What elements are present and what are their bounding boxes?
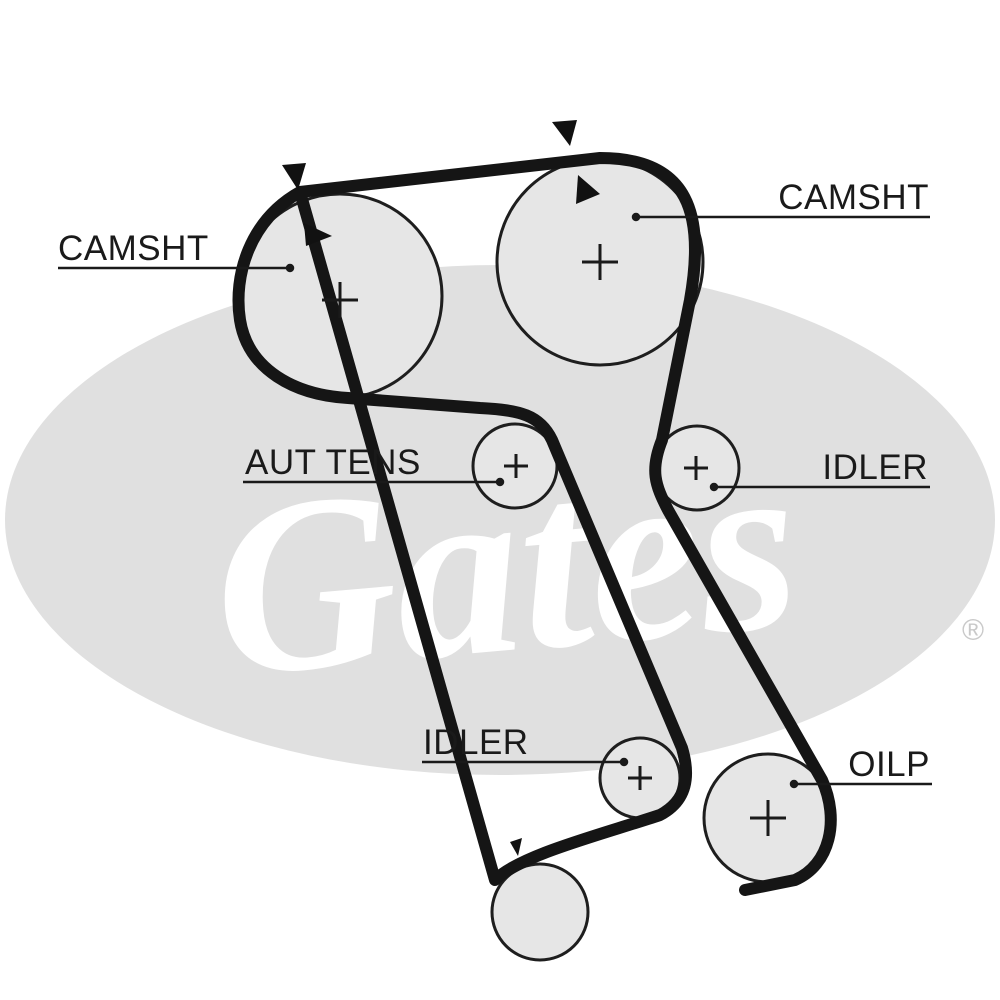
auto-tensioner-label: AUT TENS (245, 443, 421, 482)
center-cross-icon (628, 766, 652, 790)
gates-logo-watermark: Gates ® (5, 265, 995, 775)
leader-lines (58, 212, 932, 789)
timing-mark-arrow-icon (304, 223, 332, 246)
center-crosses (322, 244, 786, 836)
timing-belt (232, 152, 837, 896)
crankshaft-pulley (490, 862, 590, 962)
center-cross-icon (582, 244, 618, 280)
timing-marks (282, 120, 600, 856)
center-cross-icon (750, 800, 786, 836)
camshaft-left-label: CAMSHT (58, 229, 209, 268)
timing-mark-arrow-icon (552, 120, 577, 146)
leader-dot (631, 212, 641, 222)
camshaft-right-label: CAMSHT (778, 178, 929, 217)
labels: CAMSHT CAMSHT AUT TENS IDLER IDLER OILP (58, 178, 930, 784)
center-cross-icon (504, 454, 528, 478)
center-cross-icon (684, 456, 708, 480)
timing-mark-arrow-icon (282, 163, 306, 190)
oil-pump-label: OILP (848, 745, 930, 784)
center-cross-icon (322, 282, 358, 318)
idler-lower-label: IDLER (423, 723, 529, 762)
timing-mark-arrow-icon (510, 838, 522, 856)
leader-dot (709, 482, 719, 492)
leader-dot (285, 263, 295, 273)
leader-dot (619, 757, 629, 767)
registered-mark: ® (962, 614, 984, 647)
timing-mark-arrow-icon (576, 175, 600, 204)
leader-dot (789, 779, 799, 789)
idler-upper-label: IDLER (822, 448, 928, 487)
leader-dot (495, 477, 505, 487)
